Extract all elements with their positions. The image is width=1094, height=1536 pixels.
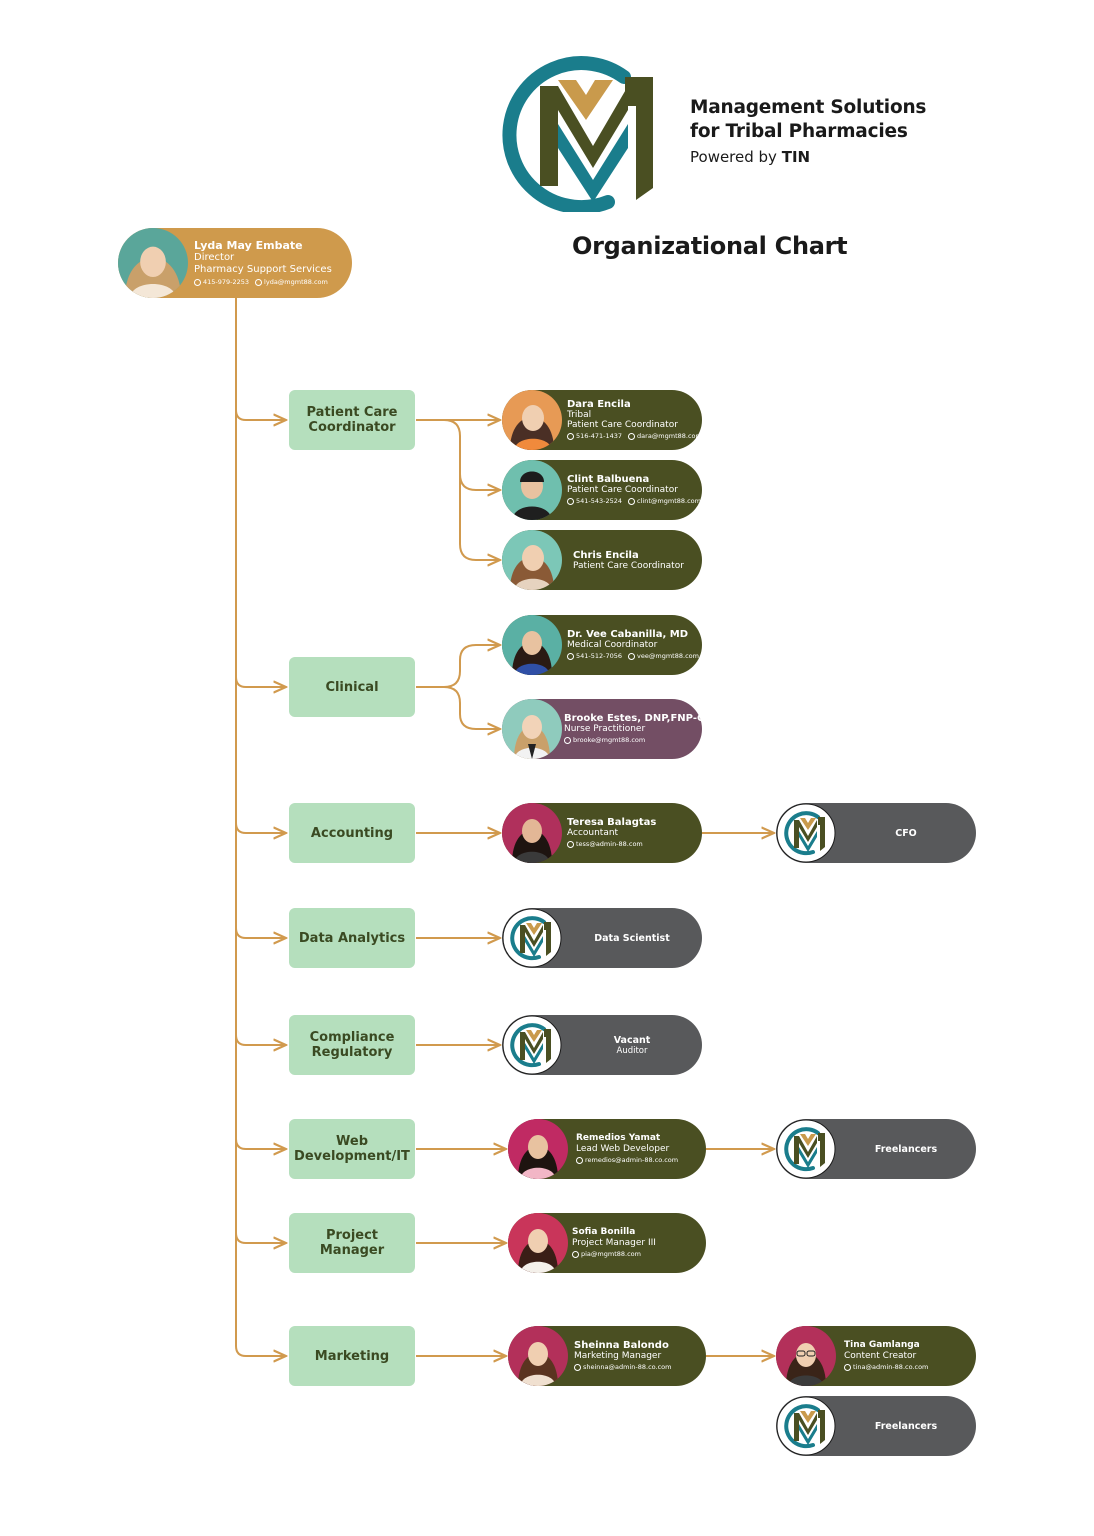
avatar <box>508 1119 568 1179</box>
director-department: Pharmacy Support Services <box>194 264 332 275</box>
logo-icon <box>776 1119 836 1179</box>
email-icon <box>574 1363 581 1371</box>
email-icon <box>628 497 636 505</box>
brand-name-line2: for Tribal Pharmacies <box>690 121 908 142</box>
avatar <box>508 1213 568 1273</box>
person-card-clint: Clint Balbuena Patient Care Coordinator … <box>502 460 702 520</box>
role-card-vacant: Vacant Auditor <box>502 1015 702 1075</box>
phone-icon <box>567 497 574 505</box>
logo-icon <box>776 803 836 863</box>
phone-icon <box>567 652 574 660</box>
logo-icon <box>776 1396 836 1456</box>
person-card-dara: Dara Encila Tribal Patient Care Coordina… <box>502 390 702 450</box>
person-card-sheinna: Sheinna Balondo Marketing Manager sheinn… <box>508 1326 706 1386</box>
dept-project-manager: Project Manager <box>289 1213 415 1273</box>
person-card-tina: Tina Gamlanga Content Creator tina@admin… <box>776 1326 976 1386</box>
email-icon <box>567 840 574 848</box>
person-card-sofia: Sofia Bonilla Project Manager III pia@mg… <box>508 1213 706 1273</box>
phone-icon <box>194 278 201 286</box>
avatar <box>502 803 562 863</box>
role-card-data-scientist: Data Scientist <box>502 908 702 968</box>
email-icon <box>255 278 263 286</box>
dept-compliance: Compliance Regulatory <box>289 1015 415 1075</box>
role-card-freelancers-marketing: Freelancers <box>776 1396 976 1456</box>
person-card-teresa: Teresa Balagtas Accountant tess@admin-88… <box>502 803 702 863</box>
avatar <box>508 1326 568 1386</box>
avatar <box>502 530 562 590</box>
email-icon <box>628 432 636 440</box>
brand-logo <box>502 56 653 212</box>
dept-patient-care: Patient Care Coordinator <box>289 390 415 450</box>
avatar <box>502 390 562 450</box>
dept-data-analytics: Data Analytics <box>289 908 415 968</box>
person-card-remedios: Remedios Yamat Lead Web Developer remedi… <box>508 1119 706 1179</box>
phone-icon <box>567 432 574 440</box>
person-card-vee: Dr. Vee Cabanilla, MD Medical Coordinato… <box>502 615 702 675</box>
person-card-brooke: Brooke Estes, DNP,FNP-C Nurse Practition… <box>502 699 704 759</box>
avatar <box>502 615 562 675</box>
dept-marketing: Marketing <box>289 1326 415 1386</box>
role-card-cfo: CFO <box>776 803 976 863</box>
page-title: Organizational Chart <box>572 232 848 260</box>
dept-web-dev: Web Development/IT <box>289 1119 415 1179</box>
logo-icon <box>502 1015 562 1075</box>
email-icon <box>844 1363 851 1371</box>
role-card-freelancers-web: Freelancers <box>776 1119 976 1179</box>
logo-icon <box>502 908 562 968</box>
dept-clinical: Clinical <box>289 657 415 717</box>
person-card-chris: Chris Encila Patient Care Coordinator <box>502 530 702 590</box>
director-name: Lyda May Embate <box>194 239 303 252</box>
brand-name-line1: Management Solutions <box>690 97 927 118</box>
dept-accounting: Accounting <box>289 803 415 863</box>
avatar <box>118 228 188 298</box>
director-contact: 415-979-2253 lyda@mgmt88.com <box>194 277 332 287</box>
director-title: Director <box>194 252 235 263</box>
director-card: Lyda May Embate Director Pharmacy Suppor… <box>118 228 352 298</box>
email-icon <box>628 652 636 660</box>
powered-by: Powered by TIN <box>690 148 811 166</box>
avatar <box>776 1326 836 1386</box>
email-icon <box>576 1156 583 1164</box>
avatar <box>502 460 562 520</box>
avatar <box>502 699 562 759</box>
email-icon <box>572 1250 579 1258</box>
email-icon <box>564 736 571 744</box>
trunk-line <box>235 298 286 1356</box>
